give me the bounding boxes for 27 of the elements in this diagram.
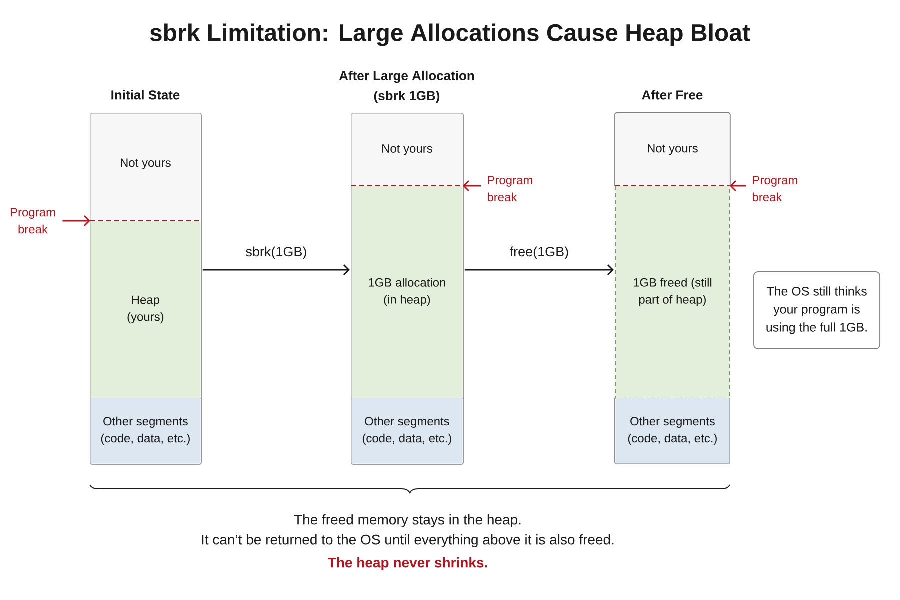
arrow (464, 264, 614, 276)
column-heading: After Free (642, 90, 703, 100)
memory-segment: 1GB freed (still part of heap) (615, 186, 730, 399)
arrow (730, 180, 746, 192)
note-text: The freed memory stays in the heap. (294, 514, 521, 528)
memory-segment: Other segments (code, data, etc.) (352, 398, 463, 464)
memory-segment: Heap (yours) (90, 220, 202, 399)
edge-label: sbrk(1GB) (244, 245, 309, 261)
memory-segment: 1GB allocation (in heap) (351, 186, 464, 399)
callout-label: Program break (752, 176, 798, 202)
note-box: The OS still thinks your program is using the full 1GB. (754, 272, 880, 350)
conclusion-text: The heap never shrinks. (328, 557, 488, 571)
memory-segment: Not yours (352, 114, 463, 186)
arrow (62, 215, 90, 227)
callout-label: Program break (10, 208, 56, 234)
callout-label: Program break (488, 176, 532, 202)
arrow (202, 264, 350, 276)
memory-segment: Other segments (code, data, etc.) (90, 398, 201, 464)
memory-segment: Not yours (90, 114, 201, 222)
note-text: It can’t be returned to the OS until everything above it is also freed. (202, 534, 614, 548)
column-heading: After Large Allocation (sbrk 1GB) (339, 70, 474, 104)
arrow (462, 180, 481, 192)
column-heading: Initial State (112, 90, 180, 100)
memory-segment: Not yours (614, 112, 731, 187)
memory-segment: Other segments (code, data, etc.) (616, 398, 730, 464)
title: sbrk Limitation: Large Allocations Cause Heap Bloat (150, 24, 750, 46)
edge-label: free(1GB) (508, 245, 571, 261)
